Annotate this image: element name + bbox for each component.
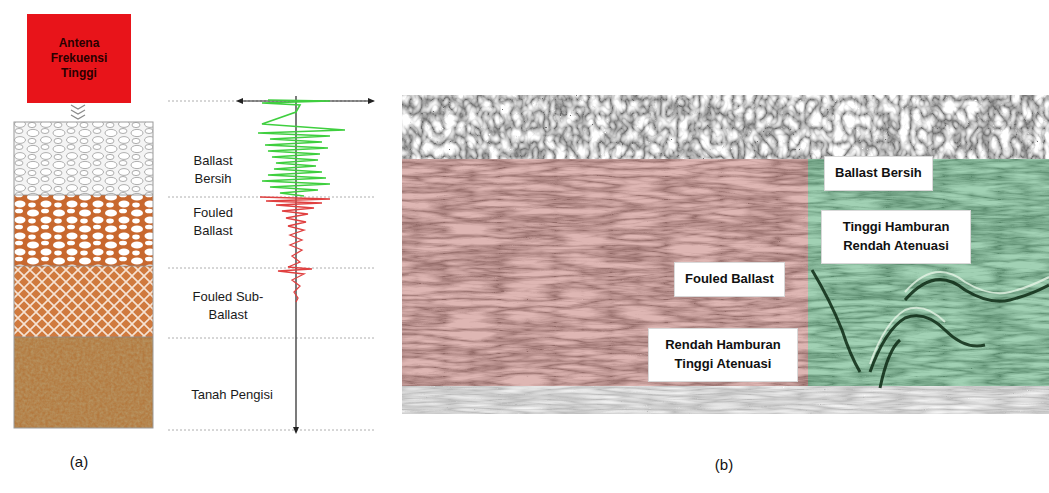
track-layers xyxy=(14,122,153,428)
panel-caption: (a) xyxy=(59,452,99,472)
annotation-box: Ballast Bersih xyxy=(824,156,933,191)
layer-label: Tanah Pengisi xyxy=(177,386,287,404)
antenna-box: Antena Frekuensi Tinggi xyxy=(27,14,131,103)
layer-label: Ballast Bersih xyxy=(177,152,249,187)
box-text: Rendah Hamburan Tinggi Atenuasi xyxy=(659,336,787,374)
panel-caption: (b) xyxy=(704,455,744,475)
wave-chevrons xyxy=(71,105,85,119)
box-text: Antena Frekuensi Tinggi xyxy=(33,36,125,81)
box-text: Tinggi Hamburan Rendah Atenuasi xyxy=(832,218,960,256)
box-text: Fouled Ballast xyxy=(685,270,774,289)
layer-label: Fouled Sub-Ballast xyxy=(183,288,273,323)
layer-label: Fouled Ballast xyxy=(177,204,249,239)
annotation-box: Fouled Ballast xyxy=(674,262,785,297)
annotation-box: Rendah Hamburan Tinggi Atenuasi xyxy=(648,328,798,382)
fouled-ballast-trace xyxy=(260,197,330,302)
trace-axes xyxy=(236,96,375,434)
clean-ballast-trace xyxy=(258,100,345,196)
boundary-lines xyxy=(168,101,375,430)
radargram xyxy=(402,95,1049,414)
annotation-box: Tinggi Hamburan Rendah Atenuasi xyxy=(821,210,971,264)
box-text: Ballast Bersih xyxy=(835,164,922,183)
